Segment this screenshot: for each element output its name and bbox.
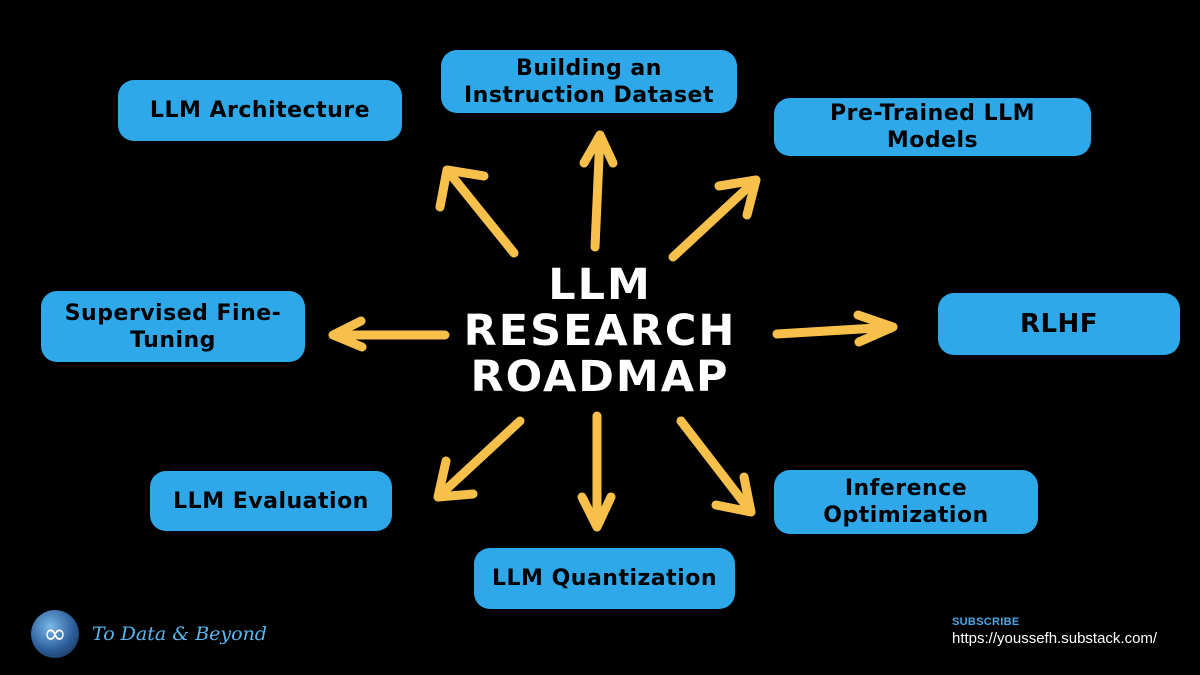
subscribe-link[interactable]: https://youssefh.substack.com/ bbox=[952, 630, 1158, 647]
brand-name: To Data & Beyond bbox=[92, 623, 267, 645]
arrow-to-llm-evaluation bbox=[433, 416, 525, 502]
node-pretrained-models: Pre-Trained LLM Models bbox=[774, 98, 1091, 156]
node-instruction-dataset-line-2: Instruction Dataset bbox=[463, 82, 714, 108]
subscribe-label: SUBSCRIBE bbox=[952, 616, 1020, 628]
arrow-to-rlhf bbox=[772, 310, 898, 347]
node-pretrained-models-line-1: Pre-Trained LLM bbox=[829, 101, 1036, 126]
roadmap-title-line-3: ROADMAP bbox=[470, 352, 730, 402]
infinity-icon: ∞ bbox=[31, 610, 79, 658]
node-rlhf: RLHF bbox=[938, 293, 1180, 355]
node-inference-optimization-line-1: Inference bbox=[844, 476, 968, 501]
node-llm-architecture: LLM Architecture bbox=[118, 80, 402, 141]
arrow-to-pretrained-models bbox=[668, 175, 761, 262]
node-supervised-finetuning-line-2: Tuning bbox=[130, 327, 216, 353]
arrow-to-inference-optimization bbox=[676, 416, 756, 517]
arrow-to-llm-quantization bbox=[577, 411, 616, 532]
roadmap-title-line-1: LLM bbox=[548, 260, 652, 310]
node-rlhf-label: RLHF bbox=[1019, 308, 1099, 339]
roadmap-title: LLM RESEARCH ROADMAP bbox=[440, 262, 760, 400]
arrow-to-supervised-finetuning bbox=[328, 316, 450, 352]
node-instruction-dataset: Building an Instruction Dataset bbox=[441, 50, 737, 113]
node-llm-quantization: LLM Quantization bbox=[474, 548, 735, 609]
arrow-to-llm-architecture bbox=[435, 165, 519, 258]
node-llm-quantization-label: LLM Quantization bbox=[491, 566, 717, 591]
node-inference-optimization: Inference Optimization bbox=[774, 470, 1038, 534]
node-instruction-dataset-line-1: Building an bbox=[516, 55, 662, 81]
node-inference-optimization-line-2: Optimization bbox=[823, 503, 989, 528]
node-llm-architecture-label: LLM Architecture bbox=[149, 98, 371, 123]
roadmap-title-line-2: RESEARCH bbox=[463, 306, 737, 356]
node-supervised-finetuning: Supervised Fine- Tuning bbox=[41, 291, 305, 362]
node-llm-evaluation: LLM Evaluation bbox=[150, 471, 392, 531]
node-llm-evaluation-label: LLM Evaluation bbox=[173, 488, 369, 514]
arrow-to-instruction-dataset bbox=[579, 130, 618, 252]
infinity-glyph: ∞ bbox=[43, 617, 67, 650]
node-supervised-finetuning-line-1: Supervised Fine- bbox=[64, 300, 282, 326]
node-pretrained-models-line-2: Models bbox=[886, 128, 979, 153]
